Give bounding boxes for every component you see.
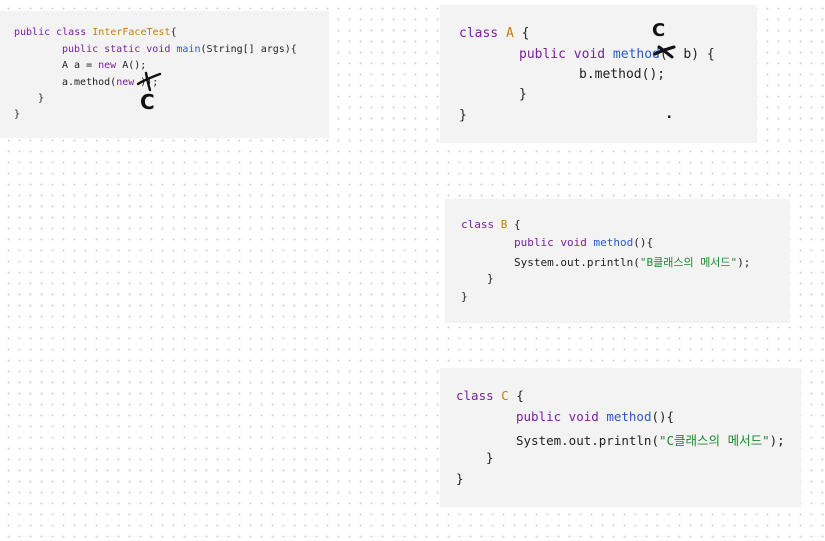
c-line-5: } [456,471,464,486]
a-line-1: class A { [459,26,529,41]
keyword: public void [516,409,607,424]
method-name: method [606,409,652,424]
string-literal: "B클래스의 메서드" [639,256,738,269]
handwritten-cross-mark [136,71,162,92]
code-text: )); [134,77,159,88]
keyword: class [459,26,506,41]
keyword: class [461,218,501,231]
c-line-4: } [486,450,494,465]
c-line-1: class C { [456,388,524,403]
code-card-a [440,5,757,143]
code-text: { [508,388,524,403]
code-text: ); [737,256,751,269]
a-line-5: } [459,108,467,123]
class-name: B [500,218,508,231]
code-text: ( b) { [659,47,715,62]
method-name: main [176,44,201,55]
code-card-b [445,199,790,323]
a-line-2: public void method( b) { [519,47,715,62]
handwritten-cross-mark [653,45,676,59]
class-name: A [505,26,514,41]
keyword: new [98,60,117,71]
handwritten-letter-c: C [140,90,155,114]
string-literal: "C클래스의 메서드" [659,433,770,448]
b-line-5: } [461,290,468,303]
keyword: new [116,77,135,88]
main-line-2: public static void main(String[] args){ [62,44,297,55]
main-line-6: } [14,109,21,120]
code-text: { [513,26,530,41]
main-line-1: public class InterFaceTest{ [14,27,177,38]
b-line-4: } [487,272,494,285]
code-text: a.method( [62,77,117,88]
code-text: { [170,27,177,38]
main-line-5: } [38,93,45,104]
a-line-4: } [519,87,527,102]
keyword: public class [14,27,93,38]
code-text: System.out.println( [514,256,640,269]
code-text: A(); [116,60,147,71]
stray-dot: . [665,106,674,122]
code-text: (){ [651,409,675,424]
main-line-3: A a = new A(); [62,60,146,71]
method-name: method [612,47,660,62]
code-card-main [0,11,329,138]
code-text: (){ [633,236,654,249]
code-card-c [440,368,801,507]
keyword: class [456,388,502,403]
b-line-1: class B { [461,218,521,231]
code-text: A a = [62,60,99,71]
c-line-3: System.out.println("C클래스의 메서드"); [516,430,785,449]
b-line-3: System.out.println("B클래스의 메서드"); [514,254,750,270]
keyword: public void [519,47,613,62]
a-line-3: b.method(); [579,67,666,82]
code-text: System.out.println( [516,433,659,448]
c-line-2: public void method(){ [516,409,674,424]
class-name: C [501,388,509,403]
keyword: public void [514,236,594,249]
handwritten-letter-c: C [652,20,666,41]
code-text: (String[] args){ [200,44,297,55]
main-line-4: a.method(new )); [62,77,158,88]
class-name: InterFaceTest [92,27,171,38]
keyword: public static void [62,44,177,55]
code-text: { [507,218,521,231]
code-text: ); [769,433,785,448]
method-name: method [593,236,634,249]
b-line-2: public void method(){ [514,236,653,249]
